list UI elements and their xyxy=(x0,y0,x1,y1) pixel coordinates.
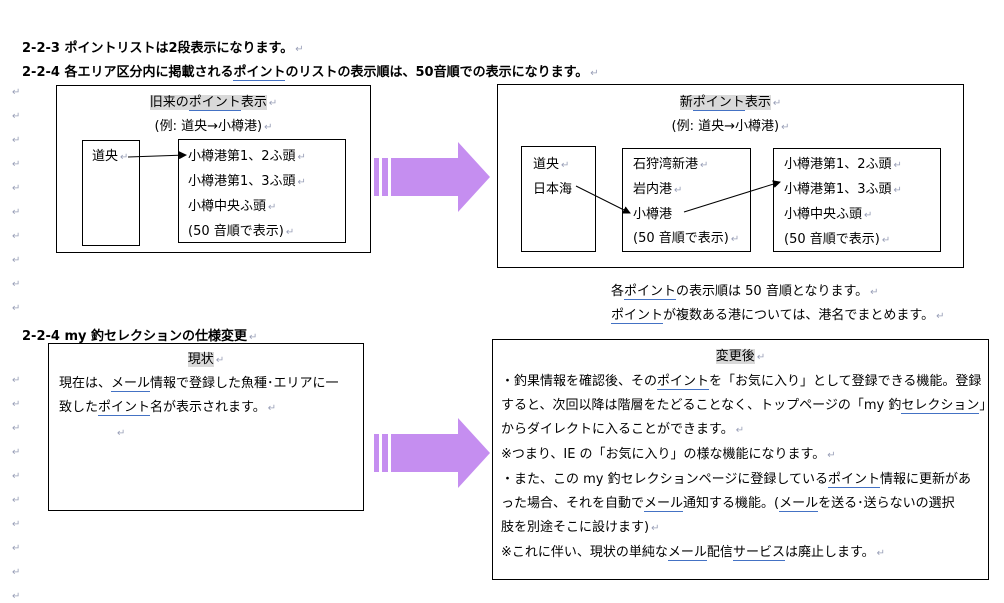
connector-arrow-new-2 xyxy=(683,180,781,213)
new-box-example: (例: 道央→小樽港)↵ xyxy=(671,119,790,134)
note-group-by-port: ポイントが複数ある港については、港名でまとめます。↵ xyxy=(611,308,945,324)
transition-arrow-2 xyxy=(374,418,490,488)
new-box-title: 新ポイント表示↵ xyxy=(679,95,782,111)
new-region-box xyxy=(521,146,596,252)
transition-arrow-1 xyxy=(374,142,490,212)
heading-2-2-3: 2-2-3 ポイントリストは2段表示になります。↵ xyxy=(22,41,304,56)
current-box-text: 現在は、メール情報で登録した魚種･エリアに一 致したポイント名が表示されます。↵… xyxy=(59,376,339,439)
new-port-box xyxy=(622,148,751,252)
new-point-list-box xyxy=(773,148,941,252)
old-list-box xyxy=(178,139,346,243)
note-sort-order: 各ポイントの表示順は 50 音順となります。↵ xyxy=(611,284,879,300)
new-point-list: 小樽港第1、2ふ頭↵ 小樽港第1、3ふ頭↵ 小樽中央ふ頭↵ (50 音順で表示)… xyxy=(784,157,902,247)
new-region-list: 道央↵ 日本海 xyxy=(533,157,573,197)
after-box-text: ・釣果情報を確認後、そのポイントを「お気に入り」として登録できる機能。登録 する… xyxy=(501,374,993,561)
heading-2-2-4-list: 2-2-4 各エリア区分内に掲載されるポイントのリストの表示順は、50音順での表… xyxy=(22,65,599,81)
connector-arrow-new-1 xyxy=(575,185,631,214)
old-area-box xyxy=(82,140,140,246)
current-box-title: 現状↵ xyxy=(187,352,225,367)
old-area-label: 道央↵ xyxy=(92,149,129,164)
old-box-example: (例: 道央→小樽港)↵ xyxy=(154,119,273,134)
new-port-list: 石狩湾新港↵ 岩内港↵ 小樽港 (50 音順で表示)↵ xyxy=(633,157,740,246)
old-box-title: 旧来のポイント表示↵ xyxy=(149,95,278,111)
connector-arrow-old xyxy=(127,151,187,160)
old-list: 小樽港第1、2ふ頭↵ 小樽港第1、3ふ頭↵ 小樽中央ふ頭↵ (50 音順で表示)… xyxy=(188,149,306,239)
after-spec-box xyxy=(492,339,989,580)
heading-2-2-4-my-selection: 2-2-4 my 釣セレクションの仕様変更↵ xyxy=(22,329,258,345)
current-spec-box xyxy=(48,343,364,511)
after-box-title: 変更後↵ xyxy=(715,349,766,364)
